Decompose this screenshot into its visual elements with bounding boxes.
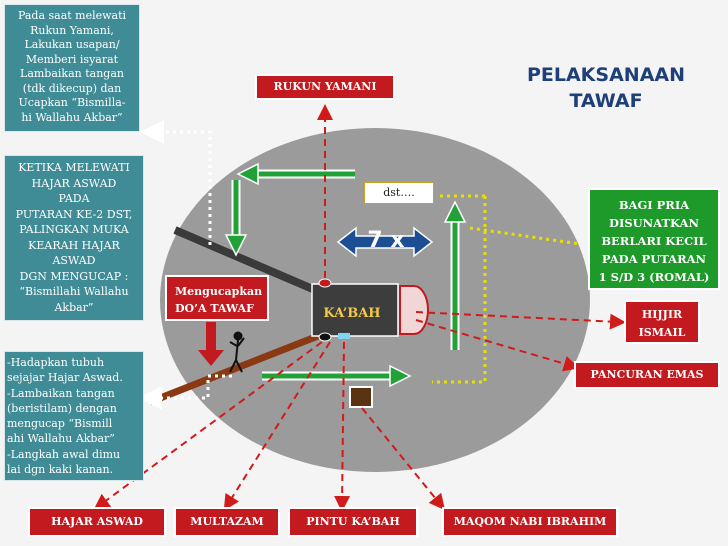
arrow-left-down: [224, 234, 248, 257]
hijir-ismail-shape: [399, 285, 429, 335]
pintu-marker: [338, 333, 350, 339]
start-note: -Hadapkan tubuh sejajar Hajar Aswad. -La…: [4, 351, 144, 481]
dash-pintu: [334, 341, 351, 512]
seven-x-arrow-icon: [336, 226, 434, 258]
dots-start-note: [138, 374, 232, 410]
label-pancuran-emas: PANCURAN EMAS: [574, 361, 720, 389]
doa-arrow-stem: [206, 322, 216, 352]
maqom-ibrahim-marker: [349, 386, 373, 408]
kabah-block: [311, 283, 399, 337]
dots-romal: [469, 226, 581, 246]
label-multazam: MULTAZAM: [174, 507, 280, 537]
dst-label: dst….: [364, 182, 434, 204]
hajar-aswad-note: KETIKA MELEWATI HAJAR ASWAD PADA PUTARAN…: [4, 155, 144, 321]
hajar-aswad-line: [148, 332, 320, 406]
dash-hijir: [415, 311, 626, 330]
arrow-bottom-right: [389, 364, 412, 388]
dash-pancuran: [415, 319, 580, 372]
arrow-top-left: [236, 162, 259, 186]
label-pintu-kabah: PINTU KA’BAH: [288, 507, 418, 537]
rounds-label: 7 x: [367, 228, 405, 253]
dots-rukun-note: [140, 120, 212, 245]
walking-person-icon: [229, 331, 245, 373]
dash-multazam: [223, 341, 331, 511]
label-rukun-yamani: RUKUN YAMANI: [255, 74, 395, 100]
rukun-yamani-marker: [318, 278, 332, 288]
arrow-right-up: [443, 200, 467, 223]
dash-maqom: [361, 407, 446, 511]
kabah-label: KA’BAH: [323, 306, 381, 321]
label-hijjir-ismail: HIJJIR ISMAIL: [624, 300, 700, 344]
label-doa: Mengucapkan DO’A TAWAF: [165, 275, 269, 321]
hijr-line: [173, 226, 317, 294]
page-title: PELAKSANAAN TAWAF: [526, 64, 686, 112]
label-maqom-nabi-ibrahim: MAQOM NABI IBRAHIM: [442, 507, 618, 537]
rukun-yamani-note: Pada saat melewati Rukun Yamani, Lakukan…: [4, 4, 140, 132]
hajar-aswad-marker: [318, 332, 332, 342]
romal-note: BAGI PRIA DISUNATKAN BERLARI KECIL PADA …: [588, 188, 720, 290]
doa-arrow-head: [198, 350, 224, 366]
label-hajar-aswad: HAJAR ASWAD: [28, 507, 166, 537]
